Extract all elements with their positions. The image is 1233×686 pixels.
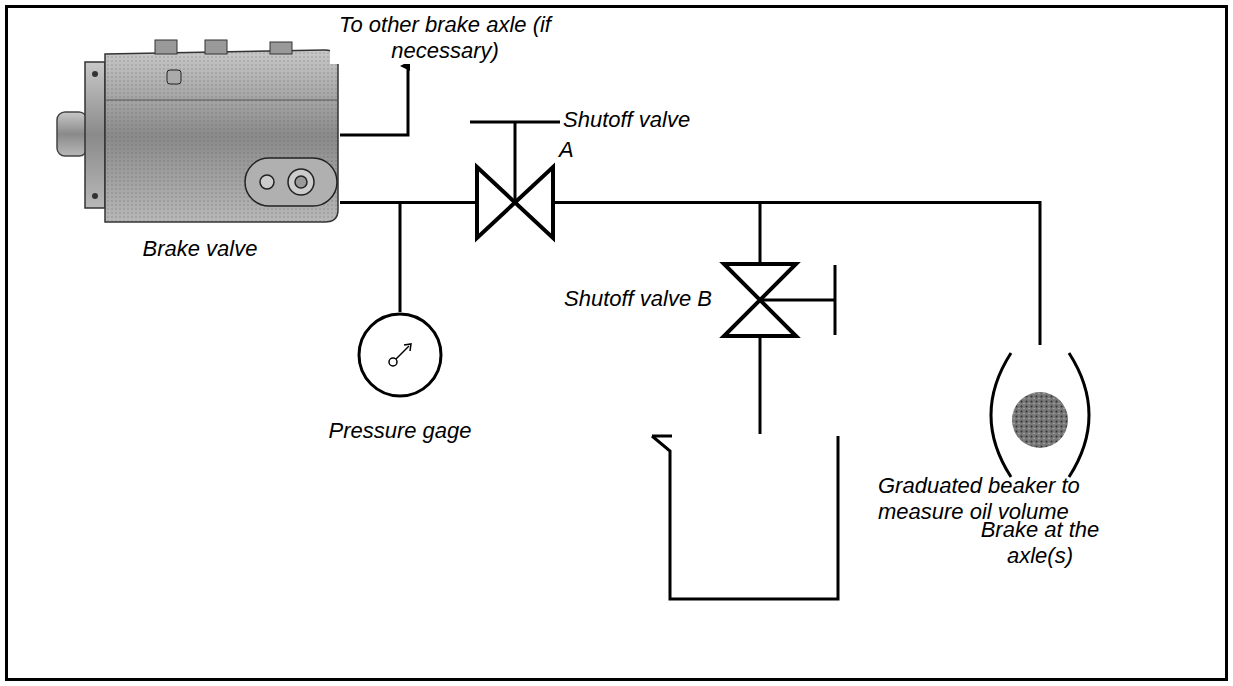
pipe-line — [759, 336, 762, 434]
pipe-line — [553, 203, 1040, 346]
pressure-gage: Pressure gage — [357, 312, 443, 398]
graduated-beaker-symbol — [650, 433, 840, 601]
axle-brake-symbol — [985, 345, 1095, 485]
shutoff-valve: Shutoff valveA — [475, 165, 555, 240]
part-label: Pressure gage — [300, 418, 500, 444]
pipe-line — [553, 203, 760, 265]
branch-arrow — [340, 66, 408, 135]
shutoff-valve: Shutoff valve B — [722, 262, 798, 338]
brake-valve: Brake valve — [55, 40, 340, 225]
part-label: Shutoff valve — [563, 107, 743, 133]
note-label: To other brake axle (if necessary) — [330, 12, 560, 64]
shutoff-valve-symbol — [475, 165, 555, 240]
valve-letter: A — [559, 137, 589, 163]
part-label: Brake valve — [115, 236, 285, 262]
pressure-gage-symbol — [357, 312, 443, 398]
axle-brake: Brake at the axle(s) — [985, 345, 1095, 485]
part-label: Brake at the axle(s) — [955, 517, 1125, 569]
shutoff-valve-symbol — [722, 262, 798, 338]
part-label: Shutoff valve B — [516, 286, 712, 312]
pipe-line — [340, 203, 400, 313]
pipe-line — [340, 201, 477, 204]
brake-valve-symbol — [55, 40, 340, 225]
graduated-beaker: Graduated beaker to measure oil volume — [650, 433, 840, 601]
